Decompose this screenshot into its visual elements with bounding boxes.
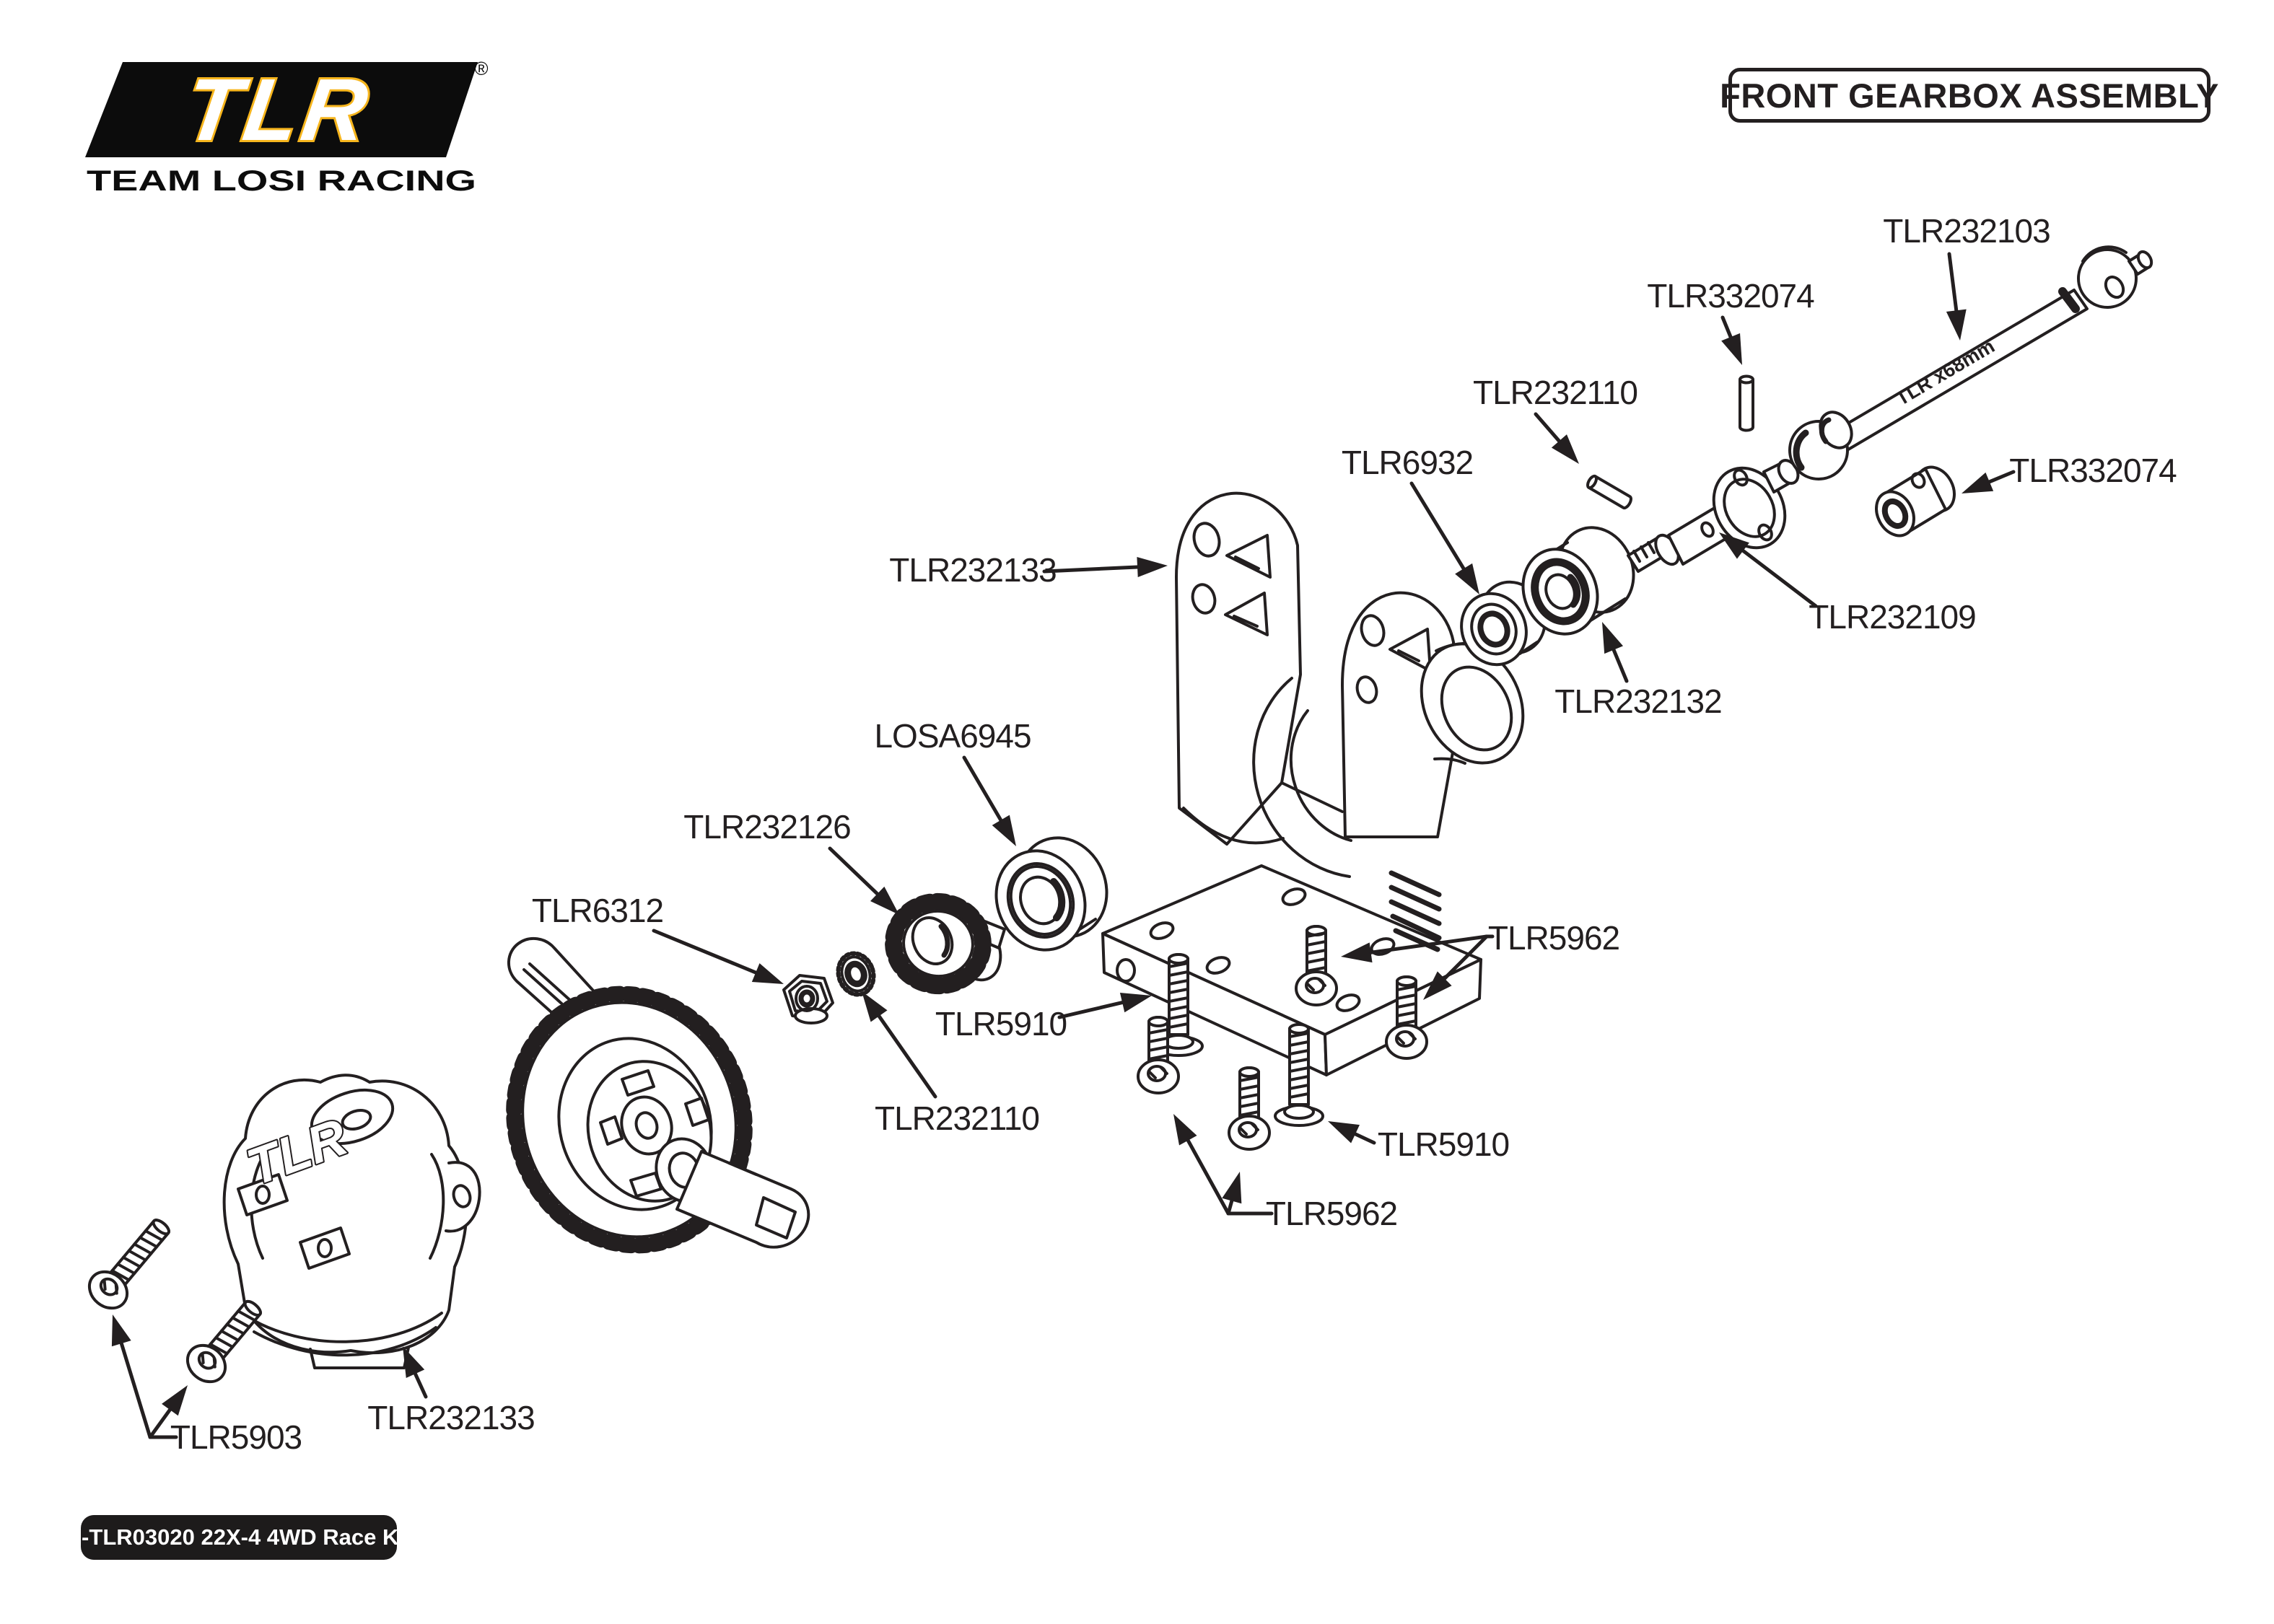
part-label-tlr5910-right: TLR5910 (1328, 1121, 1510, 1163)
part-number-tlr232133-bottom: TLR232133 (367, 1399, 534, 1436)
part-differential-assembly (506, 936, 810, 1254)
part-number-tlr232103: TLR232103 (1883, 212, 2050, 250)
part-label-tlr232126: TLR232126 (683, 808, 899, 915)
part-label-losa6945: LOSA6945 (874, 717, 1032, 846)
part-screw-5962-a (1137, 1016, 1180, 1094)
logo-registered-mark: ® (474, 59, 488, 79)
part-bearing-tlr232132 (1521, 526, 1635, 636)
part-label-tlr6312: TLR6312 (532, 892, 784, 984)
part-driveshaft-tlr232103: TLR x68mm (1788, 245, 2153, 480)
part-screw-5903-b (185, 1299, 262, 1384)
part-label-tlr232110-top: TLR232110 (1473, 374, 1638, 464)
part-number-tlr232132: TLR232132 (1554, 682, 1721, 720)
part-bearing-losa6945 (994, 836, 1108, 952)
kit-label: C-TLR03020 22X-4 4WD Race Kit (65, 1524, 413, 1550)
part-label-tlr332074-top: TLR332074 (1647, 277, 1815, 365)
kit-label-pill: C-TLR03020 22X-4 4WD Race Kit (66, 1515, 412, 1560)
part-label-tlr232103: TLR232103 (1883, 212, 2051, 341)
part-number-tlr232109: TLR232109 (1809, 598, 1975, 636)
part-label-tlr332074-right: TLR332074 (1962, 452, 2177, 493)
part-label-tlr6932: TLR6932 (1342, 444, 1479, 594)
part-label-tlr5903: TLR5903 (111, 1314, 302, 1456)
logo-subtitle: TEAM LOSI RACING (87, 165, 476, 197)
part-pin-232110-top (1586, 474, 1632, 510)
part-number-tlr5910-right: TLR5910 (1378, 1125, 1509, 1163)
part-number-tlr5962-bottom: TLR5962 (1266, 1195, 1397, 1232)
part-washer-tlr232110 (836, 951, 876, 997)
part-number-tlr332074-right: TLR332074 (2009, 452, 2177, 489)
part-number-losa6945: LOSA6945 (874, 717, 1031, 755)
page-title-box: FRONT GEARBOX ASSEMBLY (1720, 68, 2218, 123)
part-coupler-tlr332074 (1875, 465, 1956, 537)
part-label-tlr232133-top: TLR232133 (889, 551, 1168, 589)
part-screw-5962-b (1295, 925, 1338, 1006)
part-screw-5903-a (87, 1219, 170, 1310)
part-number-tlr6312: TLR6312 (532, 892, 663, 929)
part-axle-tlr232109 (1627, 459, 1800, 573)
part-number-tlr232110-bottom: TLR232110 (875, 1100, 1039, 1137)
part-number-tlr6932: TLR6932 (1342, 444, 1473, 481)
part-label-tlr232133-bottom: TLR232133 (367, 1346, 535, 1436)
part-screw-5962-d (1228, 1066, 1271, 1151)
part-label-tlr5910-left: TLR5910 (935, 992, 1152, 1043)
part-label-tlr232132: TLR232132 (1554, 622, 1723, 720)
part-number-tlr5962-top: TLR5962 (1488, 919, 1619, 957)
part-number-tlr232133-top: TLR232133 (889, 551, 1056, 589)
page-title: FRONT GEARBOX ASSEMBLY (1720, 76, 2219, 115)
part-number-tlr332074-top: TLR332074 (1647, 277, 1814, 315)
part-number-tlr232126: TLR232126 (683, 808, 850, 846)
part-number-tlr5910-left: TLR5910 (935, 1005, 1067, 1043)
part-label-tlr232110-bottom: TLR232110 (862, 991, 1040, 1137)
part-pin-332074-top (1739, 374, 1754, 432)
logo-panel (85, 62, 478, 157)
part-label-tlr232109: TLR232109 (1719, 532, 1977, 636)
logo-wordmark: TLR (180, 61, 377, 159)
part-label-tlr5962-top: TLR5962 (1341, 919, 1620, 1000)
part-label-tlr5962-bottom: TLR5962 (1173, 1114, 1398, 1232)
part-pinion-gear-tlr232126 (885, 892, 1006, 995)
part-number-tlr5903: TLR5903 (170, 1418, 302, 1456)
part-diff-cover-tlr232133: TLR (222, 1074, 481, 1369)
part-nut-tlr6312 (782, 974, 834, 1024)
driveshaft-marking: TLR x68mm (1892, 335, 1998, 410)
part-screw-5910-b (1274, 1023, 1324, 1127)
tlr-logo: TLR ® TEAM LOSI RACING (85, 58, 489, 201)
part-screw-5962-c (1385, 975, 1428, 1060)
part-number-tlr232110-top: TLR232110 (1473, 374, 1637, 411)
